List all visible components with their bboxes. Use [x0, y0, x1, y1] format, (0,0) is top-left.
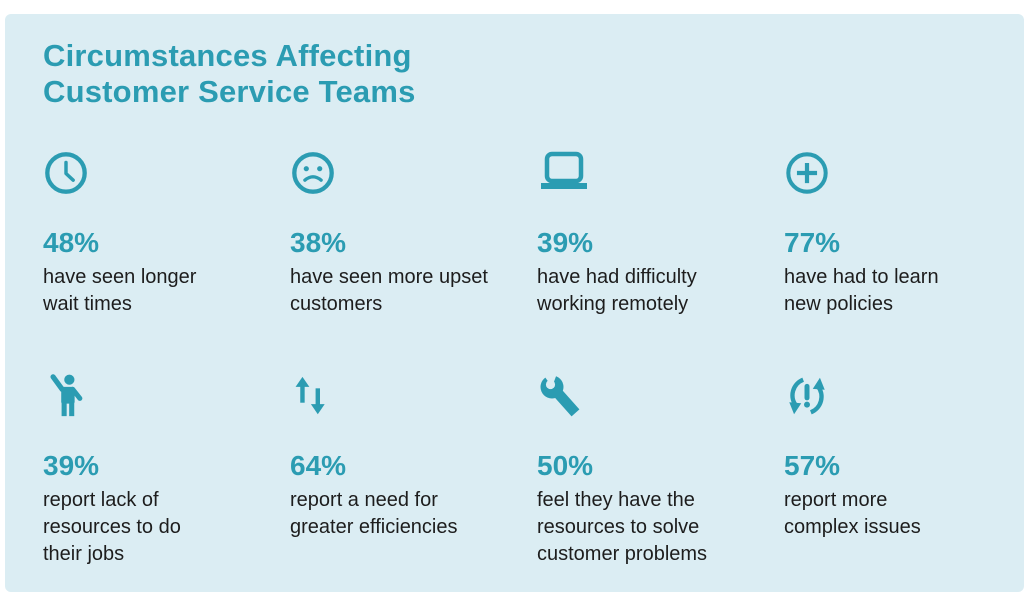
person-raising-hand-icon	[43, 373, 290, 419]
stat-description: report lack of resources to do their job…	[43, 489, 181, 565]
stat-description: have seen longer wait times	[43, 266, 197, 315]
stats-grid: 48% have seen longer wait times 38% have…	[5, 150, 1024, 592]
sad-face-icon	[290, 150, 537, 196]
stat-complex-issues: 57% report more complex issues	[784, 373, 1024, 592]
clock-icon	[43, 150, 290, 196]
stat-remote-difficulty: 39% have had difficulty working remotely	[537, 150, 784, 373]
stat-value: 39%	[43, 450, 100, 481]
wrench-icon	[537, 372, 784, 419]
stat-value: 39%	[537, 227, 594, 258]
stat-new-policies: 77% have had to learn new policies	[784, 150, 1024, 373]
stat-upset-customers: 38% have seen more upset customers	[290, 150, 537, 373]
stat-value: 64%	[290, 450, 347, 481]
sync-alert-icon	[784, 373, 1024, 419]
stat-description: feel they have the resources to solve cu…	[537, 489, 708, 565]
infographic-title: Circumstances Affecting Customer Service…	[43, 38, 416, 109]
stat-lack-of-resources: 39% report lack of resources to do their…	[43, 373, 290, 592]
stat-value: 48%	[43, 227, 100, 258]
stat-value: 77%	[784, 227, 841, 258]
stat-value: 50%	[537, 450, 594, 481]
stat-description: have had to learn new policies	[784, 266, 939, 315]
stat-longer-wait-times: 48% have seen longer wait times	[43, 150, 290, 373]
stat-description: have seen more upset customers	[290, 266, 488, 315]
stat-description: report more complex issues	[784, 489, 921, 538]
stat-description: report a need for greater efficiencies	[290, 489, 458, 538]
stat-description: have had difficulty working remotely	[537, 266, 697, 315]
stat-value: 38%	[290, 227, 347, 258]
plus-circle-icon	[784, 150, 1024, 196]
stat-greater-efficiencies: 64% report a need for greater efficienci…	[290, 373, 537, 592]
infographic-panel: Circumstances Affecting Customer Service…	[5, 14, 1024, 592]
stat-value: 57%	[784, 450, 841, 481]
laptop-icon	[537, 150, 784, 196]
up-down-arrows-icon	[290, 373, 537, 419]
stat-resources-to-solve: 50% feel they have the resources to solv…	[537, 372, 784, 592]
